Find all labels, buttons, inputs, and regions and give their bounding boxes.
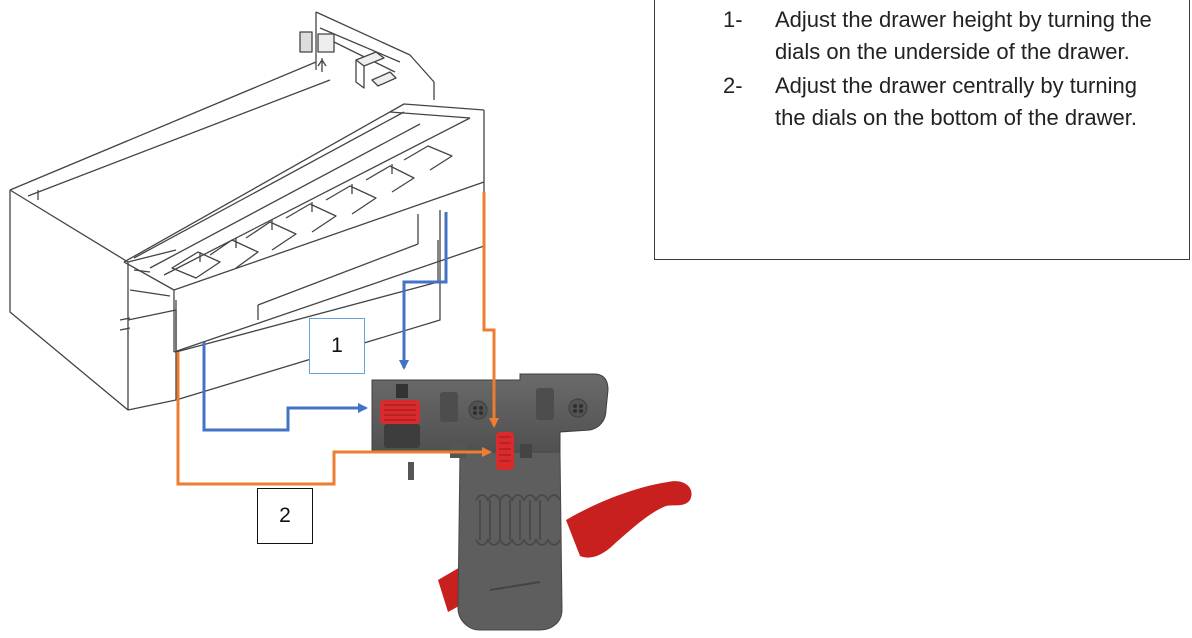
callout-label-2: 2	[257, 488, 313, 544]
instruction-number: 2-	[723, 73, 743, 98]
instruction-text: Adjust the drawer height by turning the …	[775, 7, 1152, 64]
centering-callout-arrows	[176, 192, 499, 486]
height-arrow-to-clip	[399, 212, 448, 370]
height-callout-arrows	[202, 212, 448, 432]
callout-label-1: 1	[309, 318, 365, 374]
lateral-adjust-dial-icon	[496, 432, 514, 470]
instructions-list: 1- Adjust the drawer height by turning t…	[723, 4, 1163, 136]
release-lever-icon	[566, 481, 692, 558]
instruction-number: 1-	[723, 7, 743, 32]
instructions-box: 1- Adjust the drawer height by turning t…	[654, 0, 1190, 260]
instruction-item-1: 1- Adjust the drawer height by turning t…	[723, 4, 1163, 68]
instruction-text: Adjust the drawer centrally by turning t…	[775, 73, 1138, 130]
height-adjust-dial-icon	[380, 400, 420, 424]
drawer-clip-icon	[371, 373, 692, 631]
centering-arrow-from-drawer	[176, 352, 492, 486]
instruction-item-2: 2- Adjust the drawer centrally by turnin…	[723, 70, 1163, 134]
height-arrow-from-drawer	[202, 342, 368, 432]
centering-arrow-to-clip	[482, 192, 499, 428]
drawer-cabinet-icon	[9, 11, 485, 411]
